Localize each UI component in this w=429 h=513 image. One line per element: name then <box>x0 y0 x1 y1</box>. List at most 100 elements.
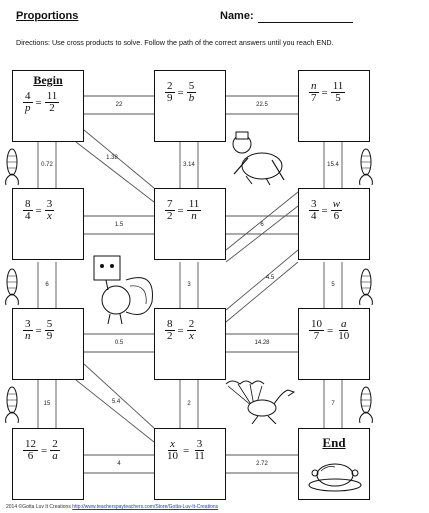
path-value: 1.5 <box>114 222 124 228</box>
path-value: 6 <box>45 282 49 288</box>
begin-label: Begin <box>33 73 63 87</box>
denominator: 10 <box>167 450 178 462</box>
numerator: 4 <box>23 90 33 103</box>
corn-icon <box>5 268 19 306</box>
numerator: 2 <box>165 80 175 93</box>
path-value: 6 <box>260 222 264 228</box>
numerator: 2 <box>50 438 60 451</box>
numerator: 8 <box>23 198 33 211</box>
footer-link[interactable]: http://www.teacherspayteachers.com/Store… <box>72 504 219 510</box>
page-title: Proportions <box>16 10 79 22</box>
path-value: 3 <box>187 282 191 288</box>
denominator: n <box>191 210 197 222</box>
denominator: 7 <box>311 92 317 104</box>
denominator: 2 <box>167 330 173 342</box>
path-value: 3.14 <box>183 162 195 168</box>
numerator: 11 <box>186 198 202 211</box>
path-value: 2.72 <box>256 461 268 467</box>
denominator: 7 <box>313 330 320 342</box>
end-label: End <box>322 435 346 450</box>
denominator: 6 <box>333 210 340 222</box>
path-value: 15 <box>43 401 51 407</box>
denominator: x <box>189 330 194 342</box>
numerator: 3 <box>194 438 205 451</box>
denominator: 4 <box>311 210 317 222</box>
path-value: 2 <box>187 401 191 407</box>
denominator: x <box>47 210 52 222</box>
path-value: 1.38 <box>106 155 118 161</box>
path-value: 7 <box>331 401 335 407</box>
path-value: 15.4 <box>327 162 339 168</box>
corn-icon <box>5 148 19 186</box>
numerator: 8 <box>165 318 175 331</box>
denominator: 9 <box>46 330 53 342</box>
denominator: 9 <box>167 92 173 104</box>
denominator: 2 <box>167 210 173 222</box>
denominator: p <box>25 102 31 114</box>
denominator: 6 <box>27 450 34 462</box>
footer-credit: 2014 ©Gotta Luv It Creations <box>6 504 71 510</box>
numerator: 5 <box>186 80 197 93</box>
footer: 2014 ©Gotta Luv It Creations http://www.… <box>6 504 218 510</box>
denominator: 10 <box>338 330 350 342</box>
numerator: w <box>330 198 343 211</box>
numerator: n <box>309 80 319 93</box>
denominator: 5 <box>335 92 341 104</box>
denominator: 11 <box>194 450 205 462</box>
numerator: 3 <box>23 318 33 331</box>
path-value: 22 <box>115 102 123 108</box>
corn-icon <box>359 268 373 306</box>
denominator: 4 <box>25 210 31 222</box>
path-value: 22.5 <box>256 102 268 108</box>
name-line[interactable] <box>258 22 353 23</box>
turkey-running-icon <box>225 380 296 424</box>
denominator: 2 <box>49 102 55 114</box>
denominator: a <box>52 450 58 462</box>
numerator: 7 <box>165 198 175 211</box>
path-value: 5 <box>331 282 335 288</box>
box-end: End <box>298 428 370 500</box>
numerator: x <box>168 438 177 451</box>
numerator: 11 <box>44 90 60 103</box>
path-value: 4 <box>117 461 121 467</box>
path-value: 4.5 <box>265 275 275 281</box>
numerator: 12 <box>23 438 38 451</box>
turkey-pilgrim-icon <box>232 131 285 186</box>
numerator: 2 <box>186 318 197 331</box>
numerator: 10 <box>309 318 324 331</box>
directions-text: Directions: Use cross products to solve.… <box>16 38 334 47</box>
roast-turkey-icon <box>308 463 362 492</box>
name-label: Name: <box>220 10 254 22</box>
corn-icon <box>359 148 373 186</box>
path-value: 0.72 <box>41 162 53 168</box>
numerator: 11 <box>330 80 346 93</box>
numerator: 5 <box>44 318 55 331</box>
path-value: 0.5 <box>114 340 124 346</box>
turkey-box-icon <box>93 255 153 325</box>
corn-icon <box>359 386 373 424</box>
path-value: 5.4 <box>111 399 121 405</box>
corn-icon <box>5 386 19 424</box>
denominator: b <box>188 92 195 104</box>
numerator: 3 <box>44 198 55 211</box>
numerator: a <box>338 318 349 331</box>
